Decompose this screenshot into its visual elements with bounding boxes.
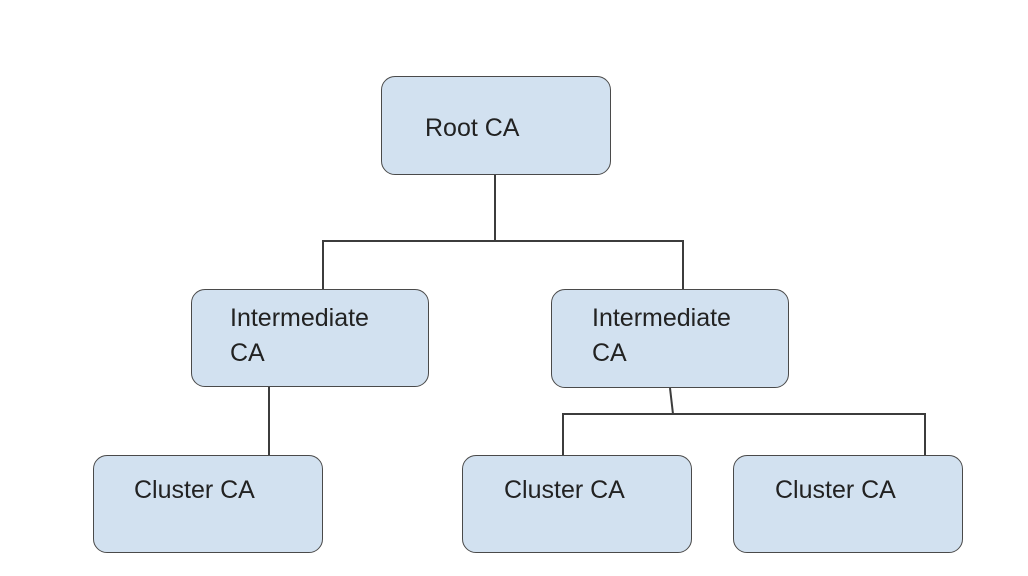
node-label: Root CA: [425, 114, 520, 142]
node-label: Cluster CA: [504, 476, 625, 504]
node-label: Cluster CA: [775, 476, 896, 504]
node-intermediate-ca-right: Intermediate CA: [551, 289, 789, 388]
connector-int2-trunk: [669, 387, 674, 415]
node-cluster-ca-2: Cluster CA: [462, 455, 692, 553]
node-cluster-ca-1: Cluster CA: [93, 455, 323, 553]
node-label: Cluster CA: [134, 476, 255, 504]
node-root-ca: Root CA: [381, 76, 611, 175]
node-cluster-ca-3: Cluster CA: [733, 455, 963, 553]
node-label: Intermediate CA: [592, 304, 731, 367]
node-label: Intermediate CA: [230, 304, 369, 367]
node-intermediate-ca-left: Intermediate CA: [191, 289, 429, 387]
